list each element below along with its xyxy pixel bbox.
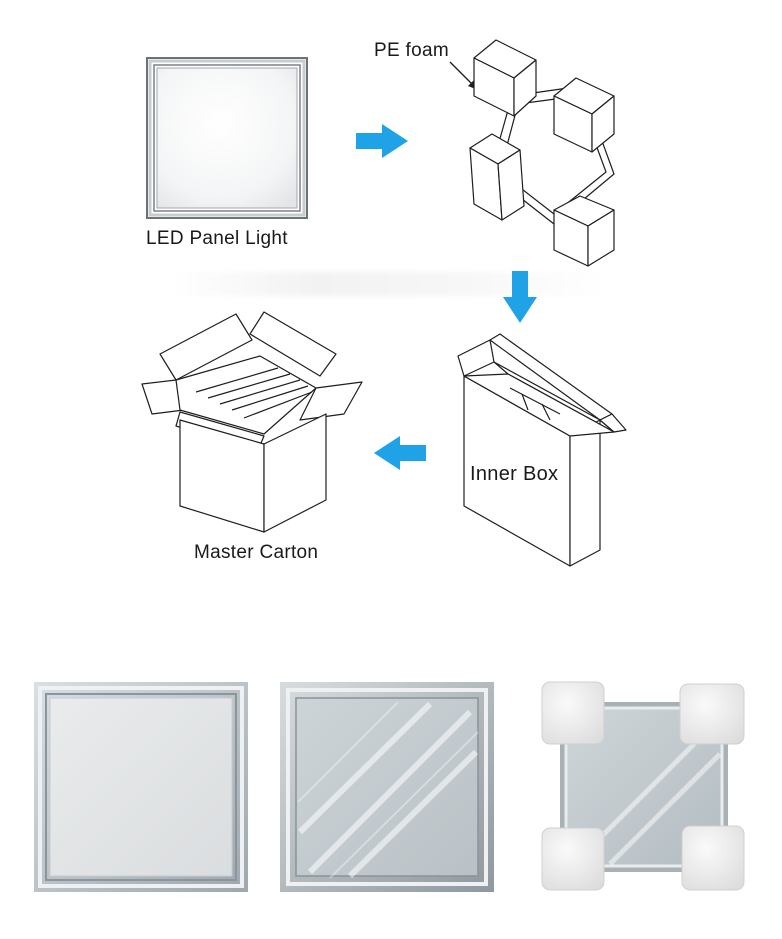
foam-packed-panel-drawing bbox=[469, 39, 615, 267]
master-carton-label: Master Carton bbox=[194, 542, 319, 563]
right-arrow-icon bbox=[356, 124, 408, 158]
faint-shadow-strip bbox=[170, 272, 610, 296]
inner-box-label: Inner Box bbox=[470, 463, 559, 485]
left-arrow-icon bbox=[374, 436, 426, 470]
photo-panel-foam bbox=[541, 681, 745, 891]
down-arrow-icon bbox=[503, 271, 537, 323]
led-panel-illustration bbox=[146, 57, 308, 219]
photo-panel-bare bbox=[34, 682, 248, 892]
master-carton-drawing bbox=[141, 311, 363, 533]
photo-panel-wrapped bbox=[280, 682, 494, 892]
led-panel-label: LED Panel Light bbox=[146, 228, 288, 249]
pe-foam-label: PE foam bbox=[374, 40, 449, 61]
inner-box-drawing bbox=[457, 333, 627, 567]
